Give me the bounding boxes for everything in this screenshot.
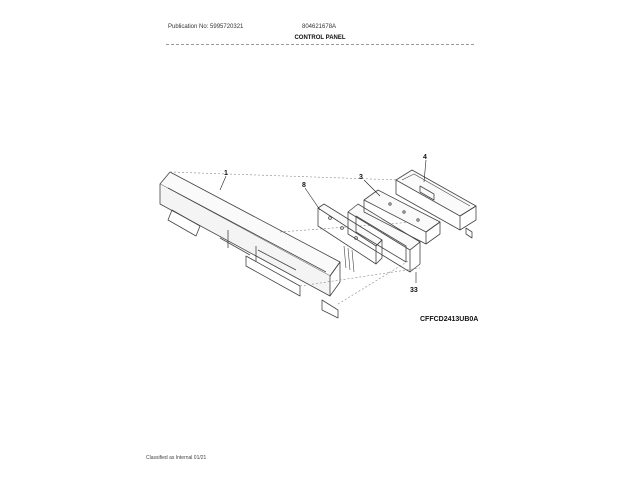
header-divider: [166, 44, 474, 45]
callout-3: 3: [359, 174, 363, 181]
part-control-panel-front: [159, 171, 341, 319]
part-back-board: [363, 189, 441, 245]
model-number: 804621678A: [302, 24, 337, 30]
footer-note: Classified as Internal 01/21: [146, 455, 207, 461]
diagram-code: CFFCD2413UB0A: [420, 316, 479, 323]
callout-1: 1: [224, 170, 228, 177]
part-frame: [347, 203, 421, 273]
publication-number: Publication No: 5995720321: [168, 24, 244, 30]
callout-8: 8: [302, 182, 306, 189]
callout-4: 4: [423, 154, 427, 161]
part-housing-box: [395, 169, 477, 239]
callout-33: 33: [410, 287, 418, 294]
page-title: CONTROL PANEL: [294, 35, 346, 41]
part-circuit-board: [317, 203, 383, 273]
